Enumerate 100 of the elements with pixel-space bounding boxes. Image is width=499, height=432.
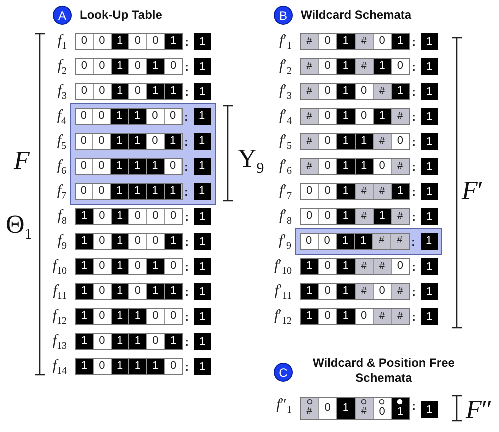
output-cell: 1: [194, 283, 211, 300]
row-label: f′$_{12}$: [274, 308, 292, 327]
wildcard-cell: #: [301, 159, 318, 174]
bit-cell: 0: [318, 84, 336, 99]
bit-cell: 1: [76, 334, 93, 349]
output-cell: 1: [421, 258, 438, 275]
output-cell: 1: [194, 83, 211, 100]
bit-cell: 0: [164, 158, 182, 174]
bit-cell: 1: [372, 109, 391, 124]
bit-cell: 1: [390, 184, 410, 199]
output-cell: 1: [194, 333, 211, 350]
row-label: f′$_{1}$: [280, 33, 292, 52]
bit-cell: 1: [146, 359, 164, 374]
bit-cell: 1: [336, 109, 355, 124]
output-cell: 1: [421, 308, 438, 325]
output-cell: 1: [194, 132, 210, 150]
bit-cell: 0: [318, 398, 336, 419]
bit-cell: 1: [146, 284, 164, 299]
bit-cell: 1: [128, 108, 146, 124]
output-cell: 1: [420, 232, 438, 250]
bit-cell: 0: [318, 209, 336, 224]
bit-cell: 1: [110, 34, 128, 49]
bit-cell: 1: [110, 334, 128, 349]
wildcard-cell: #: [372, 134, 391, 149]
separator: :: [412, 59, 416, 76]
separator: :: [412, 309, 416, 326]
bit-cell: 0: [128, 34, 146, 49]
output-cell: 1: [421, 108, 438, 125]
badge-circle: C: [275, 364, 292, 381]
bit-cell: 1: [128, 134, 146, 148]
separator: :: [412, 84, 416, 101]
bit-cell: 0: [318, 159, 336, 174]
bit-cell: 0: [318, 134, 336, 149]
output-cell: 1: [421, 283, 438, 300]
bit-cell: 1: [164, 184, 182, 198]
separator: :: [412, 184, 416, 201]
row-label: f$_{3}$: [58, 83, 67, 102]
wildcard-cell: #: [390, 109, 410, 124]
bit-cell: 1: [301, 309, 318, 324]
bit-cell: 1: [336, 59, 355, 74]
wildcard-cell: #: [301, 34, 318, 49]
bit-cell: 1: [164, 334, 182, 349]
bit-cell: 1: [110, 134, 128, 148]
bit-cell: 1: [336, 309, 355, 324]
wildcard-cell: #: [372, 234, 390, 248]
bit-cell: 0: [318, 234, 336, 248]
output-cell: 1: [194, 208, 211, 225]
bit-cell: 1: [164, 234, 182, 249]
bit-cell: 0: [318, 109, 336, 124]
wildcard-cell: #: [390, 284, 410, 299]
panel-title: Wildcard & Position Free Schemata: [312, 356, 456, 386]
set-label: Θ$_{1}$: [6, 212, 32, 244]
row-label: f$_{2}$: [58, 58, 67, 77]
output-cell: 1: [194, 182, 210, 200]
bit-cell: 1: [146, 59, 164, 74]
bit-cell: 1: [110, 359, 128, 374]
separator: :: [184, 158, 188, 176]
bit-cell: 0: [76, 108, 92, 124]
bit-cell: 1: [354, 234, 372, 248]
bit-cell: 1: [110, 309, 128, 324]
bit-cell: 1: [146, 84, 164, 99]
separator: :: [185, 359, 189, 376]
wildcard-cell: #: [301, 398, 318, 419]
output-cell: 1: [194, 158, 210, 174]
wildcard-cell: #: [372, 184, 391, 199]
bit-cell: 1: [146, 158, 164, 174]
bit-cell: 0: [318, 59, 336, 74]
separator: :: [185, 34, 189, 51]
output-cell: 1: [421, 58, 438, 75]
separator: :: [185, 209, 189, 226]
bit-cell: 1: [354, 134, 373, 149]
wildcard-cell: #: [301, 109, 318, 124]
bit-cell: 1: [76, 284, 93, 299]
bit-cell: 1: [336, 34, 355, 49]
output-cell: 1: [421, 158, 438, 175]
row-label: f$_{1}$: [58, 33, 67, 52]
separator: :: [185, 334, 189, 351]
wildcard-cell: #: [390, 159, 410, 174]
bit-cell: 1: [146, 259, 164, 274]
set-label: Υ$_{9}$: [238, 146, 264, 178]
bit-cell: 1: [76, 309, 93, 324]
bit-cell: 1: [336, 184, 355, 199]
separator: :: [185, 309, 189, 326]
bit-cell: 1: [110, 184, 128, 198]
separator: :: [185, 284, 189, 301]
row-label: f′$_{2}$: [280, 58, 292, 77]
bit-cell: 1: [372, 59, 391, 74]
bit-cell: 0: [128, 234, 146, 249]
output-cell: 1: [421, 208, 438, 225]
bit-cell: 0: [300, 234, 318, 248]
bit-cell: 1: [336, 209, 355, 224]
bit-cell: 1: [354, 159, 373, 174]
separator: :: [184, 184, 188, 200]
separator: :: [412, 109, 416, 126]
bit-cell: 0: [76, 134, 92, 148]
separator: :: [412, 159, 416, 176]
row-label: f$_{7}$: [57, 182, 66, 202]
bit-cell: 0: [128, 84, 146, 99]
row-label: f$_{6}$: [57, 158, 66, 176]
bit-cell: 1: [336, 284, 355, 299]
